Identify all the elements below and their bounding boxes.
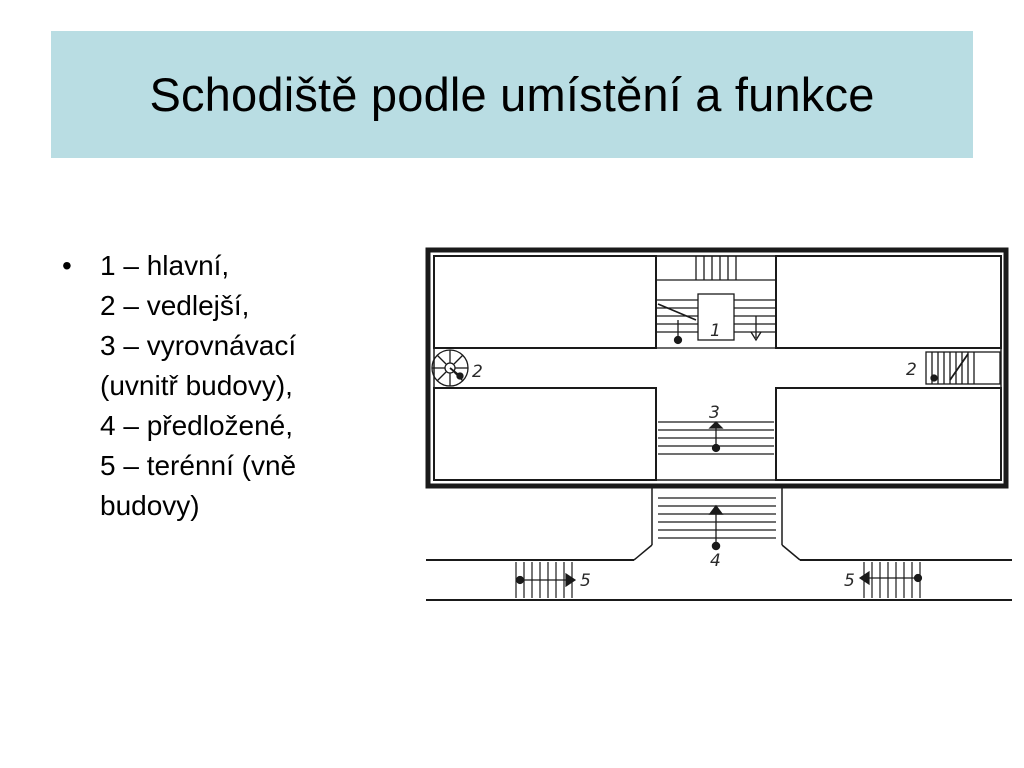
bullet-dot: •	[62, 250, 72, 281]
front-stair-label: 4	[710, 551, 721, 571]
main-stair-label: 1	[710, 321, 721, 341]
side-stair-right	[925, 351, 1001, 385]
bullet-line-1: 1 – hlavní,	[100, 250, 230, 281]
bullet-item: • 1 – hlavní, 2 – vedlejší, 3 – vyrovnáv…	[58, 246, 398, 526]
bullet-line-3: 3 – vyrovnávací	[100, 330, 297, 361]
bullet-line-7: budovy)	[100, 490, 200, 521]
bullet-line-5: 4 – předložené,	[100, 410, 294, 441]
room-bottom-right	[775, 387, 1002, 481]
bullet-list: • 1 – hlavní, 2 – vedlejší, 3 – vyrovnáv…	[58, 246, 398, 526]
terrain-stair-left-label: 5	[580, 571, 591, 591]
terrain-stair-right-label: 5	[844, 571, 855, 591]
floor-plan-diagram: 1 2 2 3	[425, 247, 1012, 601]
slide-title: Schodiště podle umístění a funkce	[149, 68, 875, 121]
title-bar: Schodiště podle umístění a funkce	[51, 31, 973, 158]
terrain-stair-right	[858, 562, 923, 598]
bullet-line-4: (uvnitř budovy),	[100, 370, 293, 401]
room-bottom-left	[433, 387, 657, 481]
room-top-right	[775, 255, 1002, 349]
side-stair-left	[431, 349, 469, 387]
leveling-stair	[658, 421, 774, 455]
terrain-lines	[426, 559, 1012, 601]
bullet-line-2: 2 – vedlejší,	[100, 290, 250, 321]
room-top-left	[433, 255, 657, 349]
main-stair	[655, 255, 777, 349]
leveling-stair-label: 3	[709, 403, 720, 423]
front-stair	[633, 486, 801, 561]
terrain-stair-left	[515, 562, 577, 598]
side-stair-right-label: 2	[906, 360, 917, 380]
side-stair-left-label: 2	[472, 362, 483, 382]
bullet-line-6: 5 – terénní (vně	[100, 450, 297, 481]
